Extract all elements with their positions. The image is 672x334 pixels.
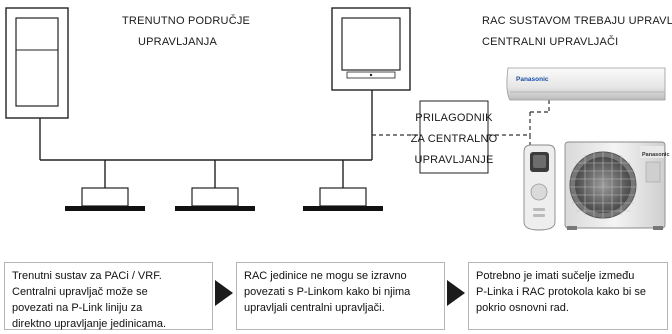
current-area-label-line1: TRENUTNO PODRUČJE bbox=[122, 14, 250, 27]
outdoor-unit-icon: Panasonic bbox=[564, 141, 670, 230]
arrow-right-icon bbox=[447, 280, 465, 306]
cabinet-controller-icon bbox=[5, 7, 69, 119]
description-panel-current-system: Trenutni sustav za PACi / VRF. Centralni… bbox=[4, 262, 213, 330]
ceiling-cassette-icon bbox=[65, 187, 145, 211]
panel-line: pokrio osnovni rad. bbox=[476, 302, 569, 314]
panel-line: RAC jedinice ne mogu se izravno bbox=[244, 270, 407, 282]
description-panel-interface: Potrebno je imati sučelje između P-Linka… bbox=[468, 262, 668, 330]
brand-outdoor-logo: Panasonic bbox=[642, 152, 670, 158]
brand-indoor-logo: Panasonic bbox=[516, 76, 549, 83]
arrow-right-icon bbox=[215, 280, 233, 306]
rac-dashed-wiring bbox=[372, 100, 550, 145]
remote-control-icon bbox=[523, 144, 556, 231]
wall-ac-unit-icon: Panasonic bbox=[506, 67, 666, 101]
rac-label-line1: RAC SUSTAVOM TREBAJU UPRAVLJATI bbox=[482, 15, 672, 27]
current-area-label-line2: UPRAVLJANJA bbox=[138, 36, 217, 48]
panel-line: direktno upravljanje jedinicama. bbox=[12, 318, 167, 330]
description-panel-rac-units: RAC jedinice ne mogu se izravno povezati… bbox=[236, 262, 445, 330]
panel-line: Centralni upravljač može se bbox=[12, 286, 148, 298]
panel-line: P-Linka i RAC protokola kako bi se bbox=[476, 286, 646, 298]
adapter-line2: ZA CENTRALNO bbox=[411, 133, 498, 145]
ceiling-cassette-icon bbox=[175, 187, 255, 211]
panel-line: povezati na P-Link liniju za bbox=[12, 302, 143, 314]
panel-line: upravljali centralni upravljači. bbox=[244, 302, 385, 314]
panel-line: Potrebno je imati sučelje između bbox=[476, 270, 635, 282]
panel-line: povezati s P-Linkom kako bi njima bbox=[244, 286, 411, 298]
rac-label-line2: CENTRALNI UPRAVLJAČI bbox=[482, 35, 618, 48]
central-control-adapter: PRILAGODNIK ZA CENTRALNO UPRAVLJANJE bbox=[411, 100, 498, 174]
adapter-line3: UPRAVLJANJE bbox=[414, 154, 493, 166]
ceiling-cassette-icon bbox=[303, 187, 383, 211]
monitor-controller-icon bbox=[331, 7, 411, 91]
adapter-line1: PRILAGODNIK bbox=[415, 112, 493, 124]
panel-line: Trenutni sustav za PACi / VRF. bbox=[12, 270, 162, 282]
p-link-wiring bbox=[39, 90, 373, 188]
